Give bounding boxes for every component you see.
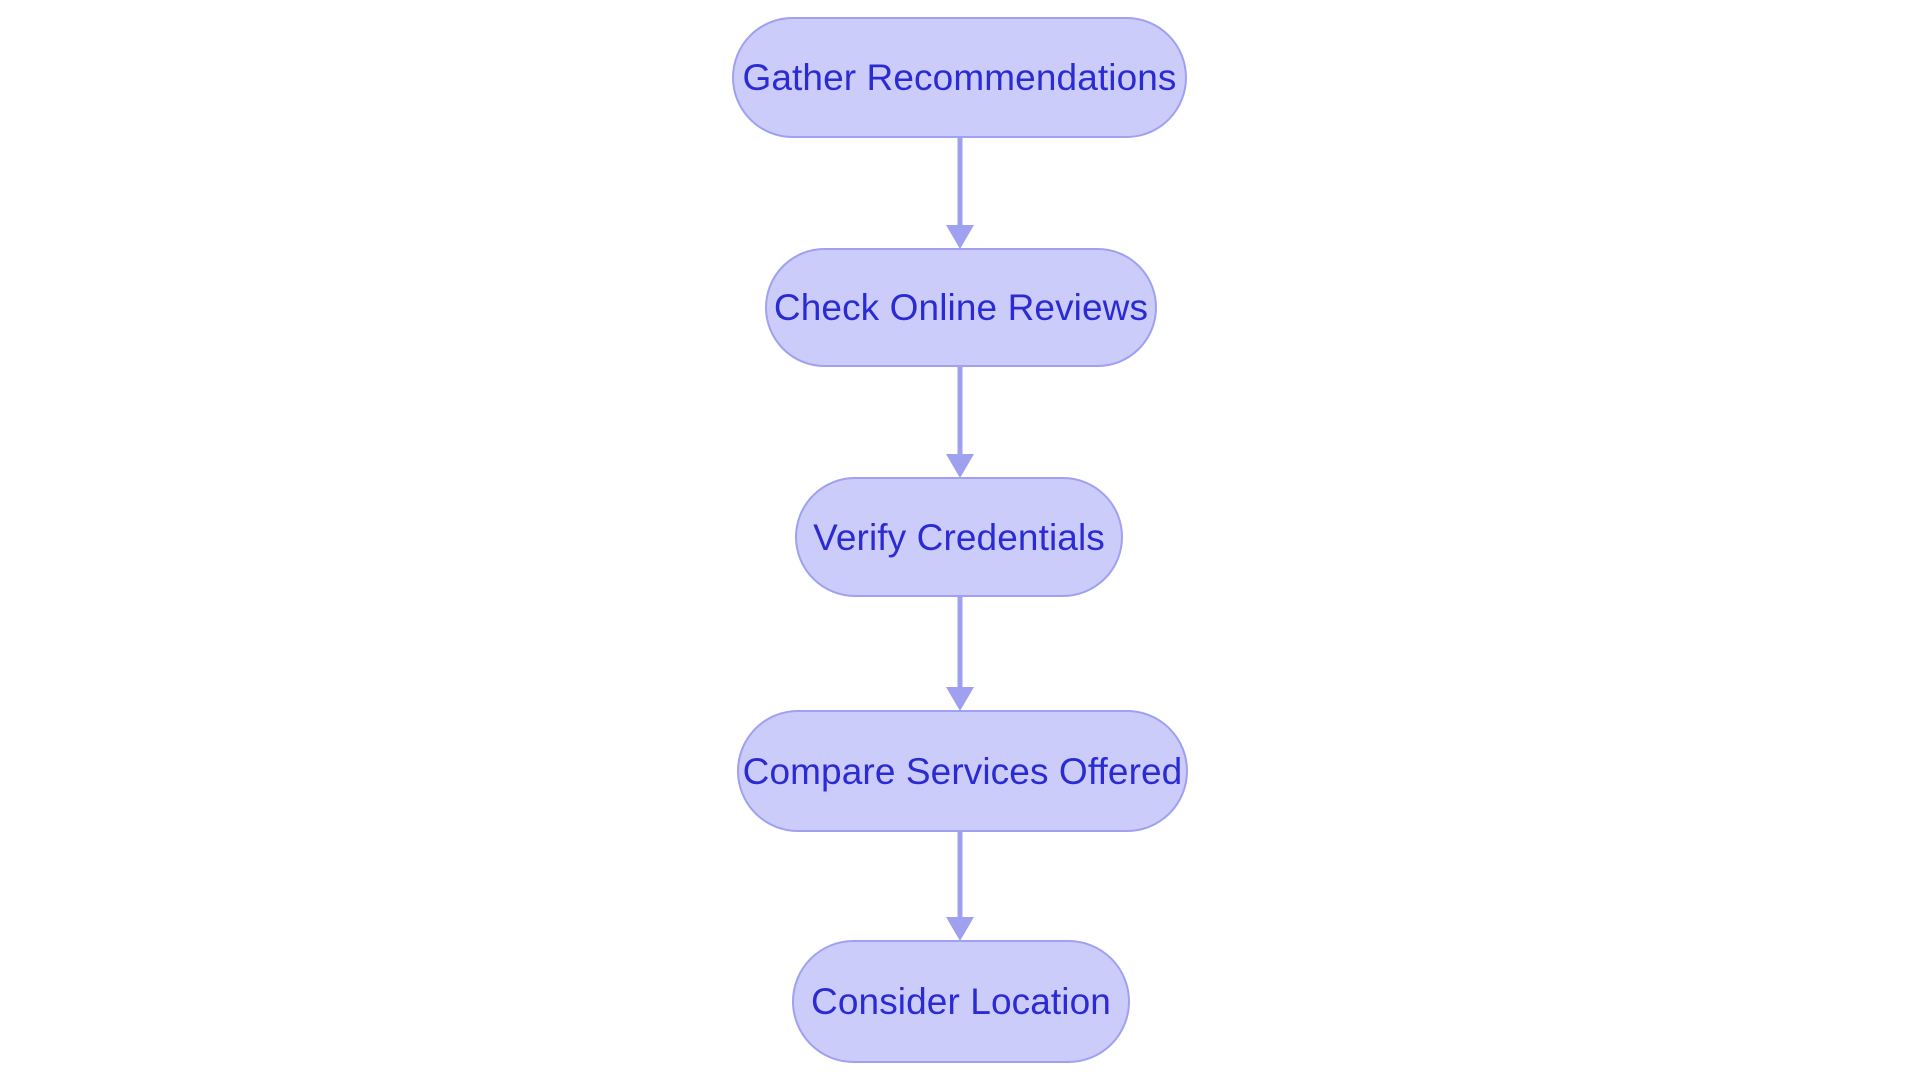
flow-node-gather-recommendations[interactable]: Gather Recommendations [732,17,1187,138]
flow-edge-arrowhead-icon [946,687,974,711]
flow-node-label: Check Online Reviews [773,287,1149,328]
flow-node-label: Consider Location [811,981,1111,1022]
flow-edge-arrowhead-icon [946,225,974,249]
flow-node-compare-services-offered[interactable]: Compare Services Offered [737,710,1188,832]
flow-node-label: Compare Services Offered [742,750,1183,792]
flow-edge-arrowhead-icon [946,917,974,941]
flow-edge-arrowhead-icon [946,454,974,478]
flow-node-label: Verify Credentials [813,516,1105,558]
flow-node-consider-location[interactable]: Consider Location [792,940,1130,1063]
flow-node-label: Gather Recommendations [742,57,1177,98]
flow-node-check-online-reviews[interactable]: Check Online Reviews [765,248,1157,367]
flow-node-verify-credentials[interactable]: Verify Credentials [795,477,1123,597]
